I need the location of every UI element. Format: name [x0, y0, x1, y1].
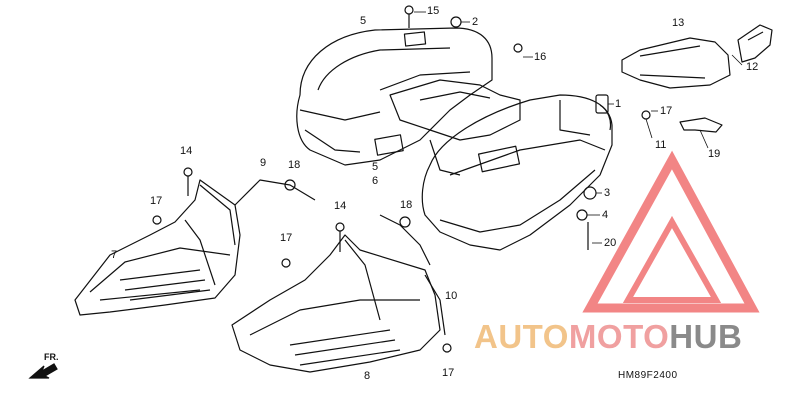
watermark-text: AUTOMOTOHUB — [474, 318, 742, 356]
callout-12: 12 — [746, 61, 759, 73]
floor-step-left — [74, 179, 241, 316]
callout-17-mid: 17 — [280, 232, 293, 244]
rear-fender-lower — [421, 94, 613, 251]
callout-16: 16 — [534, 51, 547, 63]
callout-13: 13 — [672, 17, 685, 29]
callout-18-right: 18 — [400, 199, 413, 211]
callout-4: 4 — [602, 209, 609, 221]
callout-17-bottom: 17 — [442, 367, 455, 379]
callout-15: 15 — [427, 5, 440, 17]
leader-lines — [414, 11, 743, 244]
callout-8: 8 — [364, 370, 371, 382]
bracket-12 — [737, 24, 773, 63]
direction-arrow — [28, 363, 58, 379]
callout-14-right: 14 — [334, 200, 347, 212]
callout-20: 20 — [604, 237, 617, 249]
direction-label: FR. — [44, 352, 59, 362]
callout-5-mid: 5 — [372, 161, 379, 173]
callout-11: 11 — [655, 139, 667, 151]
callout-7: 7 — [111, 249, 118, 261]
stay-9 — [234, 179, 316, 206]
rear-fender-upper — [296, 27, 493, 166]
callout-2: 2 — [472, 16, 479, 28]
floor-step-right — [231, 234, 446, 373]
watermark-auto: AUTO — [474, 318, 569, 355]
callout-6: 6 — [372, 175, 379, 187]
watermark-hub: HUB — [669, 318, 743, 355]
rear-cover — [621, 37, 731, 89]
callout-18-left: 18 — [288, 159, 301, 171]
callout-10: 10 — [445, 290, 458, 302]
drawing-code: HM89F2400 — [618, 370, 678, 381]
callout-9: 9 — [260, 157, 267, 169]
callout-3: 3 — [604, 187, 611, 199]
callout-17-left: 17 — [150, 195, 163, 207]
callout-5-top: 5 — [360, 15, 367, 27]
callout-1: 1 — [615, 98, 622, 110]
watermark-moto: MOTO — [568, 318, 670, 355]
watermark-logo — [582, 150, 760, 313]
stay-10 — [379, 214, 431, 266]
stay-19 — [679, 117, 723, 133]
callout-17-right: 17 — [660, 105, 673, 117]
rear-fender-middle — [374, 79, 521, 176]
callout-19: 19 — [708, 148, 721, 160]
callout-14-left: 14 — [180, 145, 193, 157]
